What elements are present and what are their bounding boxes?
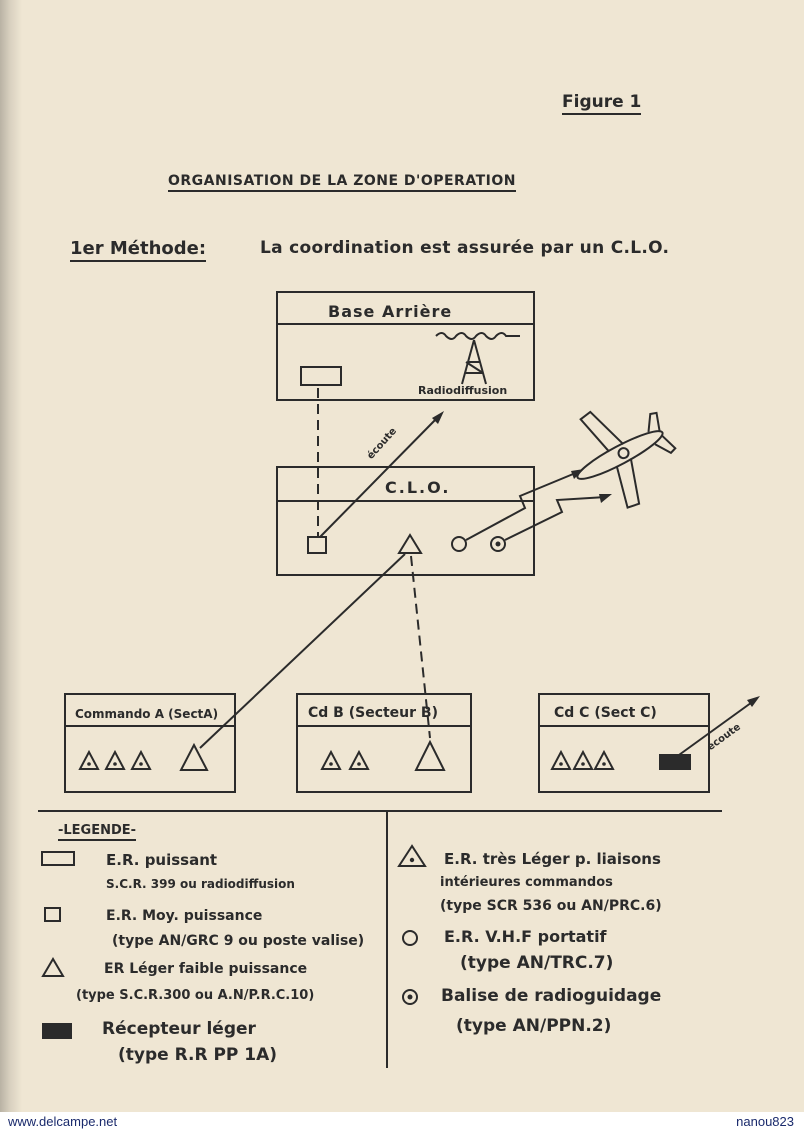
legend-circle-icon [402, 930, 418, 946]
clo-medium-transmitter-icon [307, 536, 327, 554]
clo-beacon-icon [490, 536, 506, 552]
method-label: 1er Méthode: [70, 240, 207, 262]
legend-triangle-dot-icon [397, 844, 427, 867]
radio-label: Radiodiffusion [418, 384, 508, 397]
legend-triangle-icon [41, 957, 65, 977]
legend-large-rectangle-icon [41, 851, 75, 866]
figure-label: Figure 1 [562, 94, 642, 115]
legend-item-2-line2: (type AN/GRC 9 ou poste valise) [112, 933, 365, 949]
legend-item-4-line2: (type R.R PP 1A) [118, 1045, 278, 1065]
legend-small-square-icon [44, 907, 61, 922]
legend-item-4-line1: Récepteur léger [102, 1019, 256, 1039]
legend-item-1-line1: E.R. puissant [106, 851, 218, 869]
legend-item-7-line1: Balise de radioguidage [441, 986, 662, 1006]
legend-item-7-line2: (type AN/PPN.2) [456, 1016, 612, 1036]
base-arriere-title: Base Arrière [328, 302, 453, 321]
commando-c-title: Cd C (Sect C) [554, 705, 657, 721]
legend-item-3-line2: (type S.C.R.300 ou A.N/P.R.C.10) [76, 988, 315, 1003]
footer-bar: www.delcampe.net nanou823 [0, 1112, 804, 1131]
commando-b-title: Cd B (Secteur B) [308, 705, 438, 721]
commando-a-box [64, 693, 236, 793]
base-arriere-box [276, 291, 535, 401]
aircraft-icon [576, 410, 677, 509]
base-transmitter-icon [300, 366, 342, 386]
legend-item-1-line2: S.C.R. 399 ou radiodiffusion [106, 877, 295, 891]
commando-a-title: Commando A (SectA) [75, 707, 219, 721]
radio-tower-icon [435, 332, 520, 385]
clo-title: C.L.O. [385, 478, 451, 497]
footer-seller-name: nanou823 [736, 1114, 794, 1129]
footer-site-link[interactable]: www.delcampe.net [8, 1114, 118, 1129]
legend-title: -LEGENDE- [58, 824, 137, 841]
legend-item-5-line3: (type SCR 536 ou AN/PRC.6) [440, 898, 662, 914]
commando-b-box [296, 693, 472, 793]
legend-item-2-line1: E.R. Moy. puissance [106, 908, 263, 924]
clo-vhf-circle-icon [451, 536, 467, 552]
method-description: La coordination est assurée par un C.L.O… [260, 238, 670, 258]
legend-item-6-line2: (type AN/TRC.7) [460, 953, 614, 973]
clo-box [276, 466, 535, 576]
commando-c-box [538, 693, 710, 793]
legend-item-3-line1: ER Léger faible puissance [104, 961, 308, 977]
commando-c-receiver-icon [659, 754, 691, 770]
clo-triangle-icon [397, 533, 423, 554]
legend-item-5-line2: intérieures commandos [440, 875, 613, 890]
binding-shadow [0, 0, 22, 1112]
legend-item-5-line1: E.R. très Léger p. liaisons [444, 850, 661, 868]
legend-circle-dot-icon [402, 989, 418, 1005]
legend-item-6-line1: E.R. V.H.F portatif [444, 927, 607, 946]
legend-filled-rectangle-icon [42, 1023, 72, 1039]
diagram-title: ORGANISATION DE LA ZONE D'OPERATION [168, 174, 516, 192]
